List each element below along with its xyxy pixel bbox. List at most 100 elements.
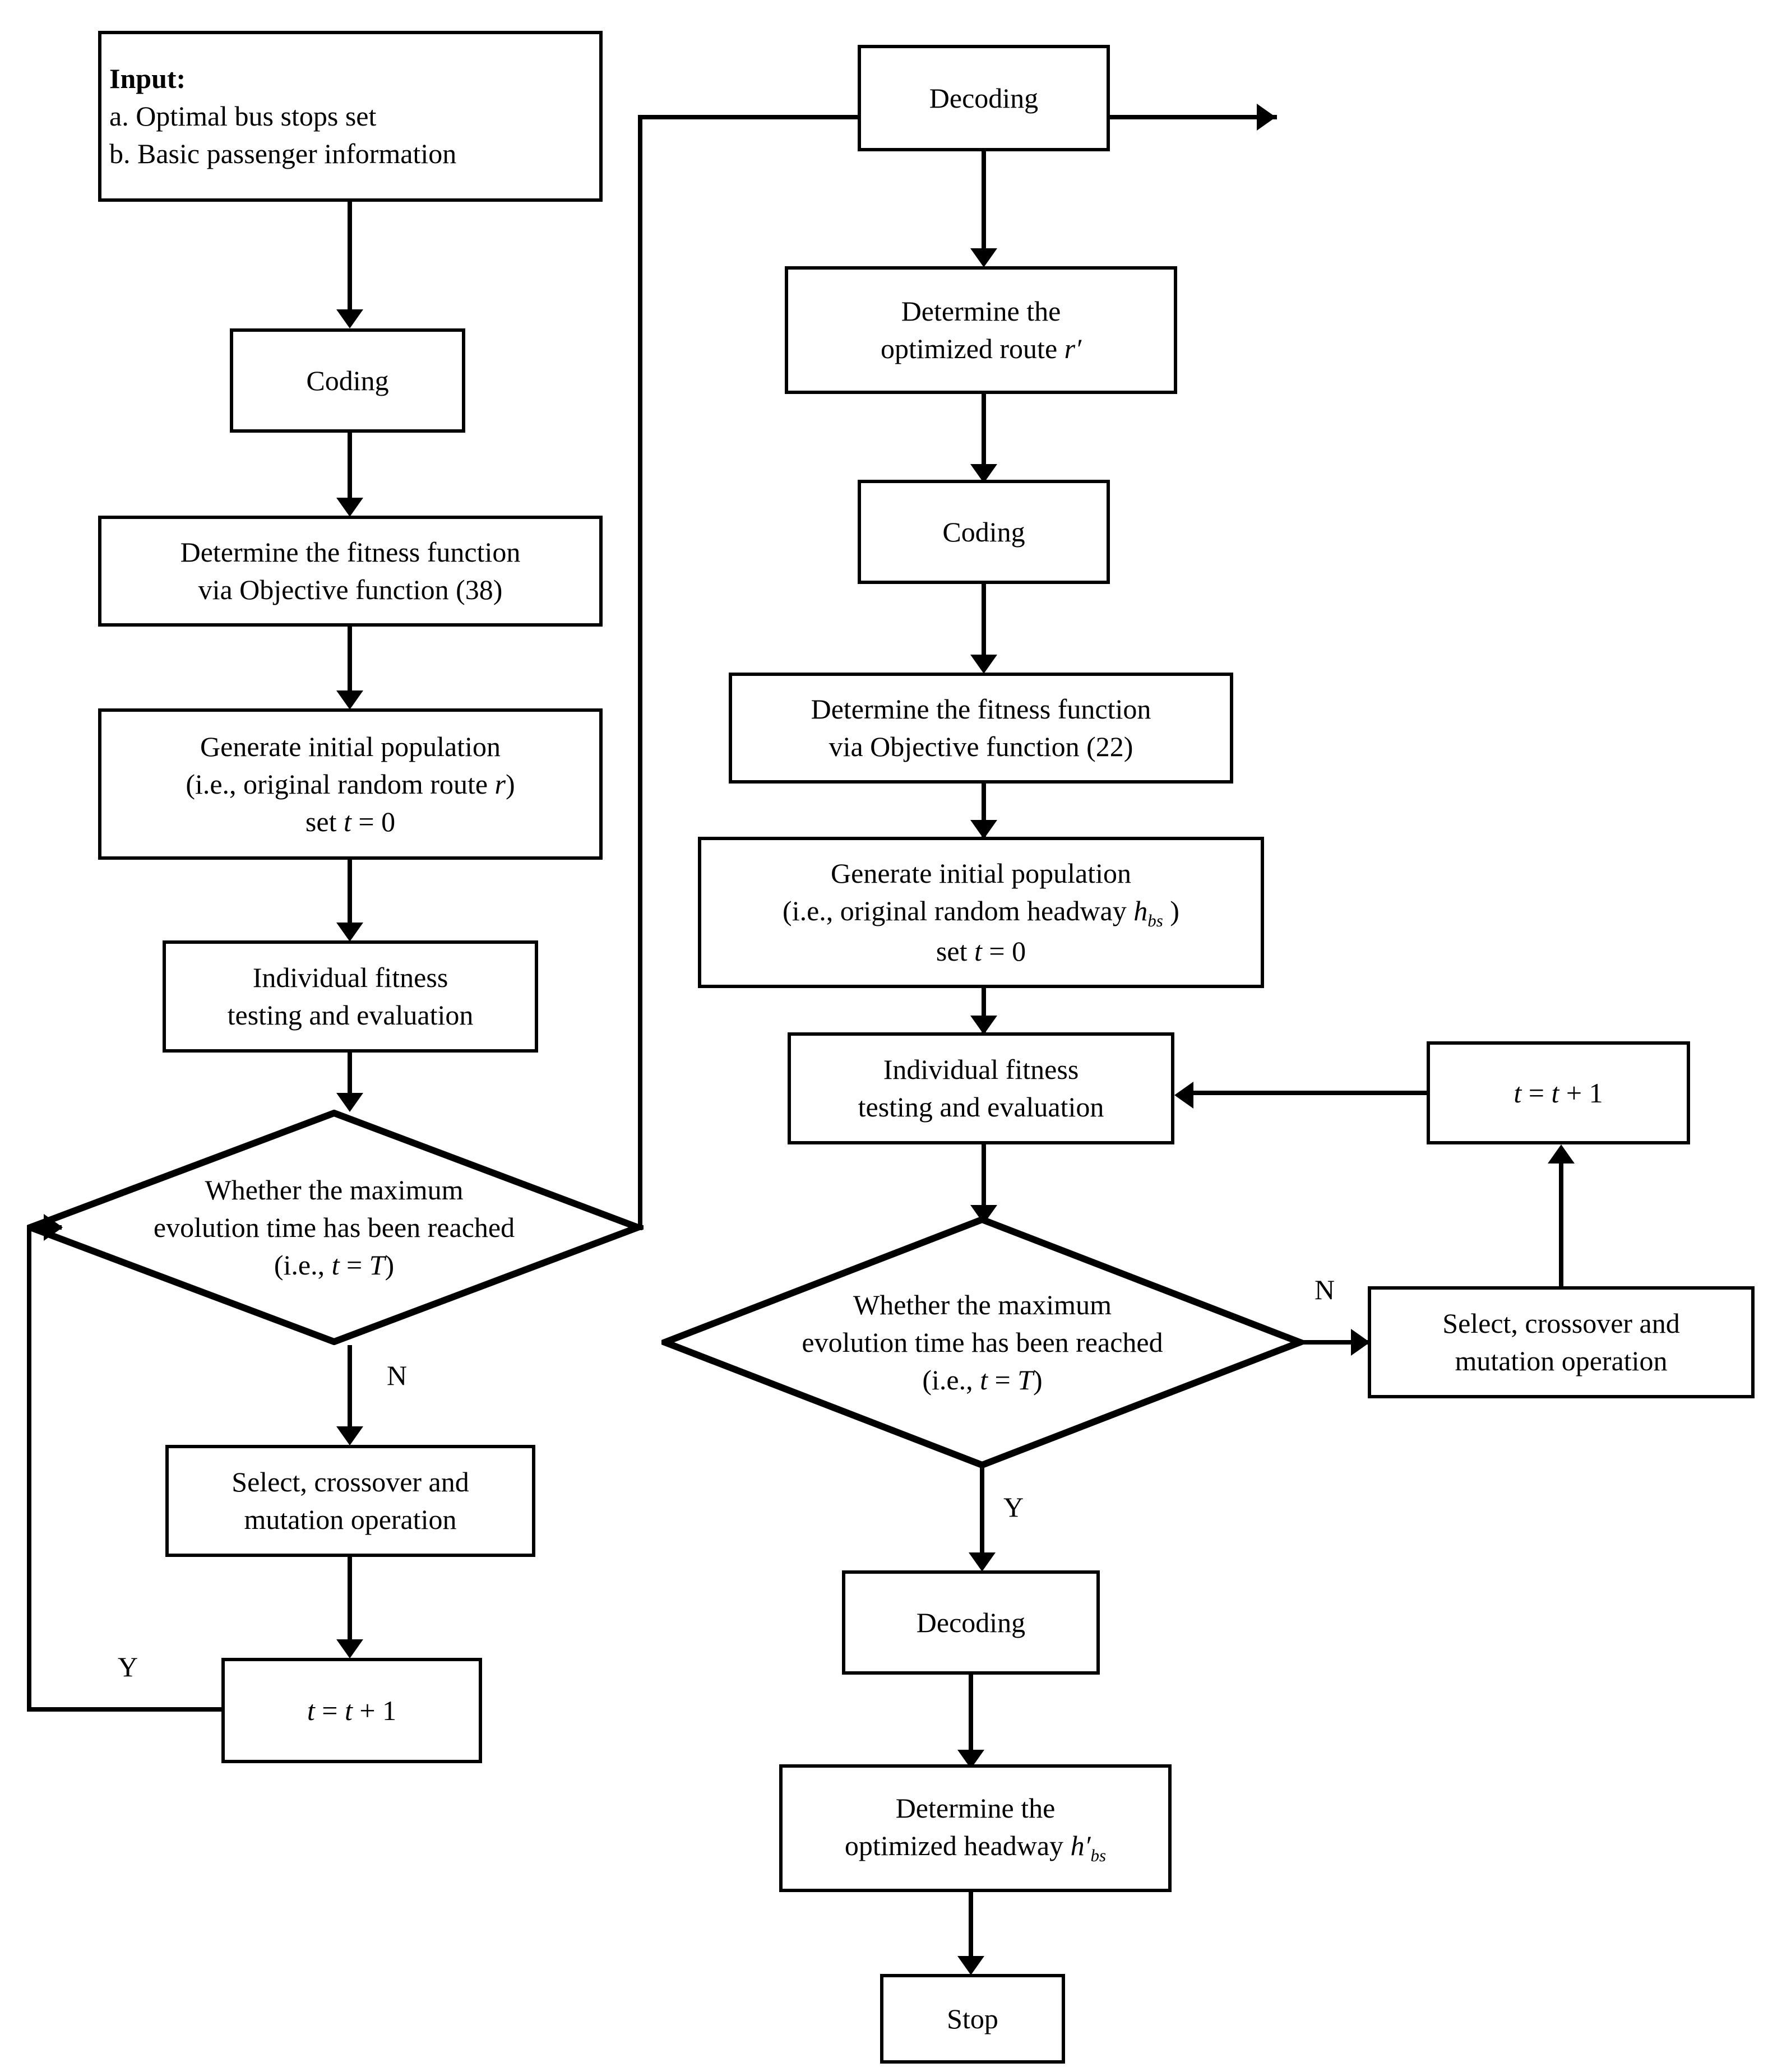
edge-decision-to-operation-right <box>1298 1340 1371 1345</box>
operation-line1: Select, crossover and <box>232 1466 469 1498</box>
edge-population-to-evaluation <box>348 860 352 930</box>
node-decoding-bottom-right: Decoding <box>842 1570 1100 1675</box>
arrowhead-down <box>970 655 997 674</box>
route-line1: Determine the <box>901 295 1061 327</box>
arrowhead-right <box>1257 104 1276 131</box>
fitness-right-line1: Determine the fitness function <box>811 693 1151 725</box>
coding-label: Coding <box>306 364 389 396</box>
input-item-b: b. Basic passenger information <box>109 138 457 169</box>
population-right-line2-pre: (i.e., original random headway <box>783 895 1134 927</box>
edge-evaluation-to-decision <box>348 1053 352 1101</box>
population-line2-post: ) <box>506 768 515 800</box>
increment-eq-right: = <box>1521 1077 1552 1109</box>
increment-tail-left: + 1 <box>352 1694 397 1726</box>
decision-var-t: t <box>331 1249 340 1281</box>
decision-var-T: T <box>369 1249 385 1281</box>
node-evaluation-left: Individual fitness testing and evaluatio… <box>163 940 538 1053</box>
edge-loop-left-h-bottom <box>27 1707 224 1712</box>
population-line3-post: = 0 <box>351 805 396 837</box>
label-decision-no-left: N <box>387 1360 408 1391</box>
node-decision-right: Whether the maximum evolution time has b… <box>661 1216 1303 1468</box>
headway-line2-pre: optimized headway <box>844 1829 1071 1861</box>
node-operation-left: Select, crossover and mutation operation <box>165 1445 535 1557</box>
edge-coding-to-fitness <box>348 433 352 506</box>
route-prime: ′ <box>1075 333 1082 364</box>
edge-left-to-right-h <box>638 1225 644 1230</box>
edge-operation-to-increment-left <box>348 1557 352 1647</box>
decision-right-var-t: t <box>980 1364 988 1396</box>
node-coding-right: Coding <box>858 480 1110 584</box>
arrowhead-down <box>957 1956 984 1975</box>
edge-coding-to-fitness-right <box>982 584 986 662</box>
evaluation-line1: Individual fitness <box>252 962 448 993</box>
node-route-right: Determine the optimized route r′ <box>785 266 1177 394</box>
operation-right-line2: mutation operation <box>1455 1345 1668 1376</box>
arrowhead-down <box>336 1639 363 1658</box>
population-line3-pre: set <box>305 805 344 837</box>
population-right-line3-post: = 0 <box>982 935 1026 967</box>
node-increment-right: t = t + 1 <box>1427 1041 1690 1144</box>
edge-decision-to-decoding-bottom <box>980 1465 984 1560</box>
edge-headway-to-stop <box>969 1892 973 1965</box>
decoding-bottom-label: Decoding <box>916 1606 1026 1638</box>
arrowhead-down <box>970 248 997 267</box>
population-right-line1: Generate initial population <box>831 857 1131 889</box>
node-operation-right: Select, crossover and mutation operation <box>1368 1286 1755 1398</box>
population-var-r: r <box>494 768 506 800</box>
input-item-a: a. Optimal bus stops set <box>109 100 377 132</box>
node-input: Input: a. Optimal bus stops set b. Basic… <box>98 31 603 202</box>
population-right-var-t: t <box>974 935 982 967</box>
node-decision-left: Whether the maximum evolution time has b… <box>27 1110 641 1345</box>
population-right-line2-post: ) <box>1163 895 1179 927</box>
edge-evaluation-to-decision-right <box>982 1144 986 1222</box>
arrowhead-right <box>44 1214 63 1241</box>
increment-var-left: t <box>307 1694 315 1726</box>
decision-line3-pre: (i.e., <box>274 1249 332 1281</box>
node-evaluation-right: Individual fitness testing and evaluatio… <box>788 1032 1174 1144</box>
arrowhead-down <box>336 1093 363 1112</box>
increment-var-right: t <box>1514 1077 1522 1109</box>
population-line2-pre: (i.e., original random route <box>186 768 495 800</box>
decision-line3-post: ) <box>385 1249 395 1281</box>
stop-label: Stop <box>947 2003 998 2034</box>
label-decision-no-right: N <box>1315 1274 1335 1305</box>
increment-var2-left: t <box>345 1694 353 1726</box>
arrowhead-left <box>1174 1082 1193 1109</box>
diamond-shape <box>27 1110 641 1345</box>
label-decision-yes-right: Y <box>1003 1491 1024 1523</box>
edge-increment-to-evaluation-right <box>1184 1091 1428 1095</box>
node-population-left: Generate initial population (i.e., origi… <box>98 708 603 860</box>
arrowhead-down <box>336 690 363 710</box>
input-heading: Input: <box>109 63 186 94</box>
arrowhead-down <box>336 923 363 942</box>
decision-line2: evolution time has been reached <box>153 1211 515 1243</box>
increment-eq-left: = <box>314 1694 345 1726</box>
edge-decision-to-operation-left <box>348 1345 352 1435</box>
label-decision-yes-left: Y <box>118 1651 138 1682</box>
edge-operation-to-increment-right <box>1559 1155 1563 1286</box>
node-stop: Stop <box>880 1974 1065 2064</box>
arrowhead-right <box>1351 1329 1370 1356</box>
edge-loop-left-v <box>27 1227 31 1712</box>
increment-tail-right: + 1 <box>1559 1077 1603 1109</box>
decision-right-line3-pre: (i.e., <box>922 1364 980 1396</box>
decision-right-line3-mid: = <box>987 1364 1018 1396</box>
edge-left-to-right-v <box>638 115 642 1230</box>
headway-var-h: h <box>1070 1829 1085 1861</box>
decision-line1: Whether the maximum <box>205 1174 464 1206</box>
decision-right-line3-post: ) <box>1033 1364 1043 1396</box>
population-right-line3-pre: set <box>936 935 974 967</box>
arrowhead-down <box>336 498 363 517</box>
edge-fitness-to-population <box>348 627 352 698</box>
fitness-right-line2: via Objective function (22) <box>829 731 1133 762</box>
decision-line3-mid: = <box>339 1249 369 1281</box>
node-increment-left: t = t + 1 <box>221 1658 482 1763</box>
headway-sub-bs: bs <box>1090 1845 1107 1865</box>
arrowhead-down <box>969 1552 996 1572</box>
arrowhead-down <box>970 820 997 839</box>
decision-right-line1: Whether the maximum <box>853 1288 1112 1320</box>
increment-var2-right: t <box>1551 1077 1559 1109</box>
decision-right-line2: evolution time has been reached <box>802 1326 1163 1358</box>
edge-population-to-evaluation-right <box>982 988 986 1039</box>
